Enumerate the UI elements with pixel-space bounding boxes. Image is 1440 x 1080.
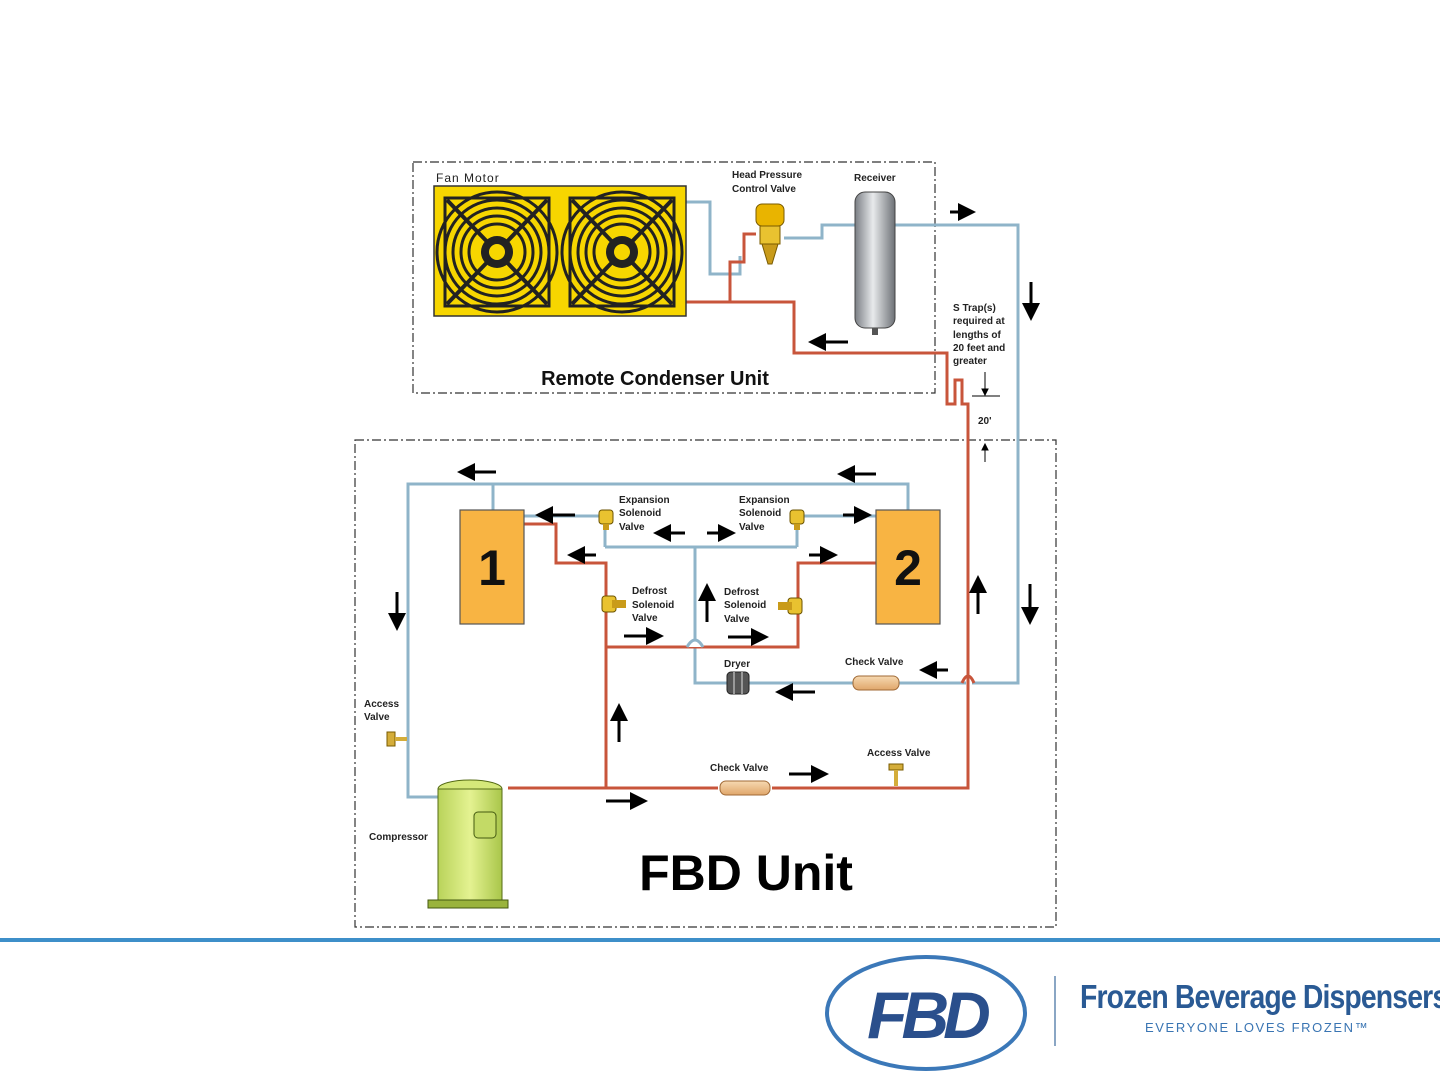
dryer-icon	[726, 671, 750, 695]
brand-tagline: EVERYONE LOVES FROZEN™	[1145, 1020, 1370, 1035]
access-valve-right-label: Access Valve	[867, 748, 931, 759]
head-pressure-label-line1: Head Pressure	[732, 170, 802, 181]
defrost-right-label-line1: Defrost	[724, 587, 760, 598]
expansion-valve-right-icon	[789, 509, 805, 530]
s-trap-note-line1: S Trap(s)	[953, 303, 996, 314]
cold-lines	[406, 200, 1020, 799]
expansion-valve-left-icon	[598, 509, 614, 530]
access-valve-left-label-line2: Valve	[364, 712, 390, 723]
dryer-label: Dryer	[724, 659, 750, 670]
receiver-tank-icon	[854, 191, 896, 335]
check-valve-upper-label: Check Valve	[845, 657, 904, 668]
expansion-left-label-line2: Solenoid	[619, 508, 661, 519]
access-valve-left-label-line1: Access	[364, 699, 399, 710]
head-pressure-label-line2: Control Valve	[732, 184, 796, 195]
footer-divider	[0, 938, 1440, 942]
brand-name: Frozen Beverage Dispensers	[1080, 978, 1440, 1015]
compressor-label: Compressor	[369, 832, 428, 843]
footer-separator	[1054, 976, 1056, 1046]
trap-dimension	[972, 372, 1000, 462]
compressor-icon	[427, 779, 509, 909]
expansion-right-label-line3: Valve	[739, 522, 765, 533]
crossover-hop	[960, 674, 976, 684]
remote-condenser-title: Remote Condenser Unit	[541, 368, 769, 390]
check-valve-upper-icon	[852, 675, 900, 691]
barrel-1-number: 1	[478, 540, 506, 596]
access-valve-left-icon	[386, 731, 407, 747]
fbd-logo: FBD	[825, 955, 1027, 1071]
check-valve-lower-label: Check Valve	[710, 763, 769, 774]
s-trap-note-line3: lengths of	[953, 330, 1001, 341]
fan-left-icon	[435, 190, 559, 314]
defrost-right-label-line2: Solenoid	[724, 600, 766, 611]
check-valve-lower-icon	[719, 780, 771, 796]
expansion-right-label-line1: Expansion	[739, 495, 790, 506]
refrigeration-diagram: 1 2	[354, 161, 1057, 928]
receiver-label: Receiver	[854, 173, 896, 184]
fbd-logo-mark: FBD	[867, 978, 989, 1052]
defrost-right-label-line3: Valve	[724, 614, 750, 625]
defrost-valve-right-icon	[778, 597, 803, 615]
fbd-unit-title: FBD Unit	[639, 845, 853, 901]
fbd-unit-boundary	[354, 439, 1057, 928]
defrost-left-label-line2: Solenoid	[632, 600, 674, 611]
barrel-2	[875, 509, 941, 625]
defrost-valve-left-icon	[601, 595, 626, 613]
expansion-left-label-line3: Valve	[619, 522, 645, 533]
s-trap-note-line5: greater	[953, 356, 987, 367]
condenser-coil	[433, 185, 687, 317]
trap-dimension-label: 20'	[978, 416, 992, 427]
remote-condenser-boundary	[412, 161, 936, 394]
s-trap-note-line2: required at	[953, 316, 1005, 327]
barrel-2-number: 2	[894, 540, 922, 596]
expansion-left-label-line1: Expansion	[619, 495, 670, 506]
defrost-left-label-line3: Valve	[632, 613, 658, 624]
defrost-left-label-line1: Defrost	[632, 586, 668, 597]
s-trap-note-line4: 20 feet and	[953, 343, 1005, 354]
flow-arrows	[388, 203, 1040, 810]
head-pressure-valve-icon	[755, 203, 785, 265]
fan-right-icon	[560, 190, 684, 314]
barrel-1	[459, 509, 525, 625]
fan-motor-label: Fan Motor	[436, 171, 500, 185]
expansion-right-label-line2: Solenoid	[739, 508, 781, 519]
access-valve-right-icon	[888, 763, 904, 786]
crossover-hop	[685, 638, 705, 648]
